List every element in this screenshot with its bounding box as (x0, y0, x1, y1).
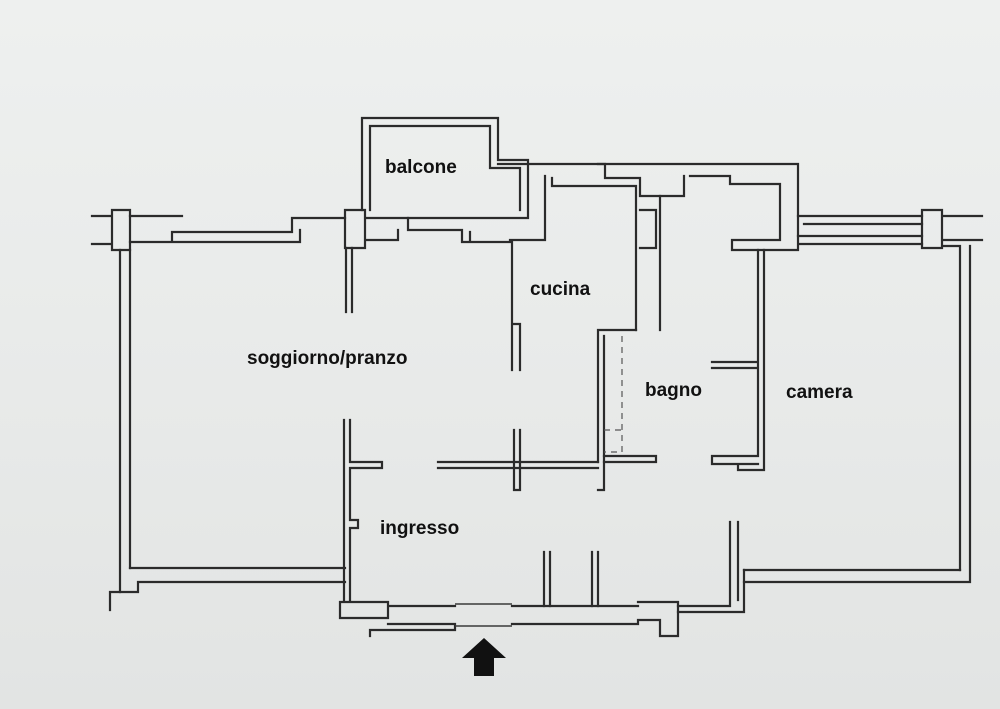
wall-shower-dashed (604, 336, 623, 453)
wall-left-exterior (118, 248, 132, 594)
wall-top-mid (343, 208, 512, 250)
wall-ingresso-left (342, 418, 384, 602)
room-label-balcone: balcone (385, 157, 457, 178)
wall-kitchen-top (496, 162, 662, 332)
wall-entrance-bottom (338, 600, 680, 638)
wall-balcony (360, 116, 530, 220)
arrow-up-icon (462, 638, 506, 676)
wall-camera-top (762, 214, 924, 252)
room-label-ingresso: ingresso (380, 518, 459, 539)
room-label-cucina: cucina (530, 279, 591, 300)
wall-bath-top (596, 162, 800, 332)
wall-bath-right (710, 248, 766, 472)
room-label-bagno: bagno (645, 380, 702, 401)
wall-camera-left (676, 520, 746, 614)
wall-kitchen-right (596, 328, 638, 492)
wall-left-stub (90, 208, 132, 252)
wall-living-top (128, 214, 347, 244)
room-label-soggiorno: soggiorno/pranzo (247, 348, 407, 369)
wall-kitchen-left (510, 240, 522, 372)
wall-camera-right (920, 208, 984, 572)
wall-living-bottom (108, 566, 347, 612)
wall-camera-bottom (742, 244, 972, 584)
wall-entrance-door (455, 603, 512, 627)
wall-closets (542, 550, 600, 608)
wall-pillar-left (344, 246, 354, 314)
room-label-camera: camera (786, 382, 853, 403)
wall-corridor (436, 428, 658, 492)
walls (90, 116, 984, 638)
